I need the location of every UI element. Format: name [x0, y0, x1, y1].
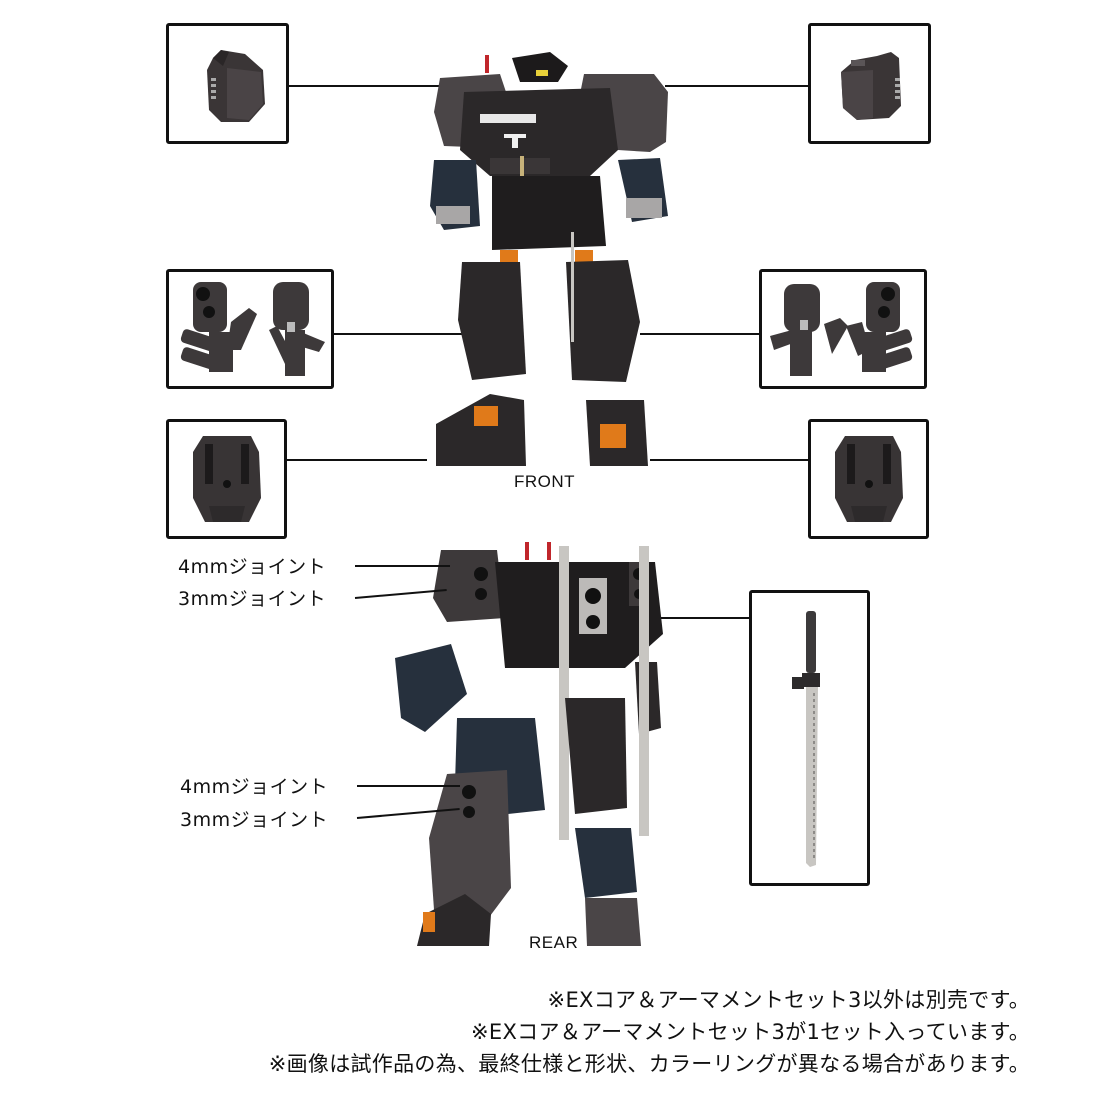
part-box-shoulder-left	[166, 23, 289, 144]
leader-line	[289, 85, 439, 87]
leader-line	[665, 85, 808, 87]
callout-lower-3mm-joint: 3mmジョイント	[180, 809, 329, 831]
robot-front-image	[400, 30, 700, 475]
part-box-foot-right	[808, 419, 929, 539]
hand-parts-icon	[770, 282, 913, 376]
disclaimer-note-1: ※EXコア＆アーマメントセット3以外は別売です。	[547, 988, 1030, 1012]
callout-lower-4mm-joint: 4mmジョイント	[180, 776, 329, 798]
leader-line	[640, 333, 759, 335]
rear-view-label: REAR	[529, 933, 579, 952]
hand-parts-icon	[180, 282, 325, 376]
part-box-foot-left	[166, 419, 287, 539]
callout-upper-4mm-joint: 4mmジョイント	[178, 556, 327, 578]
front-view-label: FRONT	[514, 472, 576, 491]
part-box-shoulder-right	[808, 23, 931, 144]
shoulder-armor-icon	[841, 52, 901, 120]
disclaimer-note-2: ※EXコア＆アーマメントセット3が1セット入っています。	[471, 1020, 1030, 1044]
leader-line	[357, 785, 460, 787]
part-box-sword	[749, 590, 870, 886]
leader-line	[287, 459, 427, 461]
robot-rear-image	[395, 538, 695, 948]
disclaimer-note-3: ※画像は試作品の為、最終仕様と形状、カラーリングが異なる場合があります。	[268, 1052, 1030, 1076]
callout-upper-3mm-joint: 3mmジョイント	[178, 588, 327, 610]
leader-line	[650, 459, 808, 461]
part-box-hands-left	[166, 269, 334, 389]
leader-line	[355, 565, 450, 567]
foot-part-icon	[835, 436, 903, 522]
leader-line	[334, 333, 462, 335]
shoulder-armor-icon	[207, 50, 265, 122]
sword-icon	[792, 611, 820, 867]
leader-line	[650, 617, 749, 619]
foot-part-icon	[193, 436, 261, 522]
part-box-hands-right	[759, 269, 927, 389]
